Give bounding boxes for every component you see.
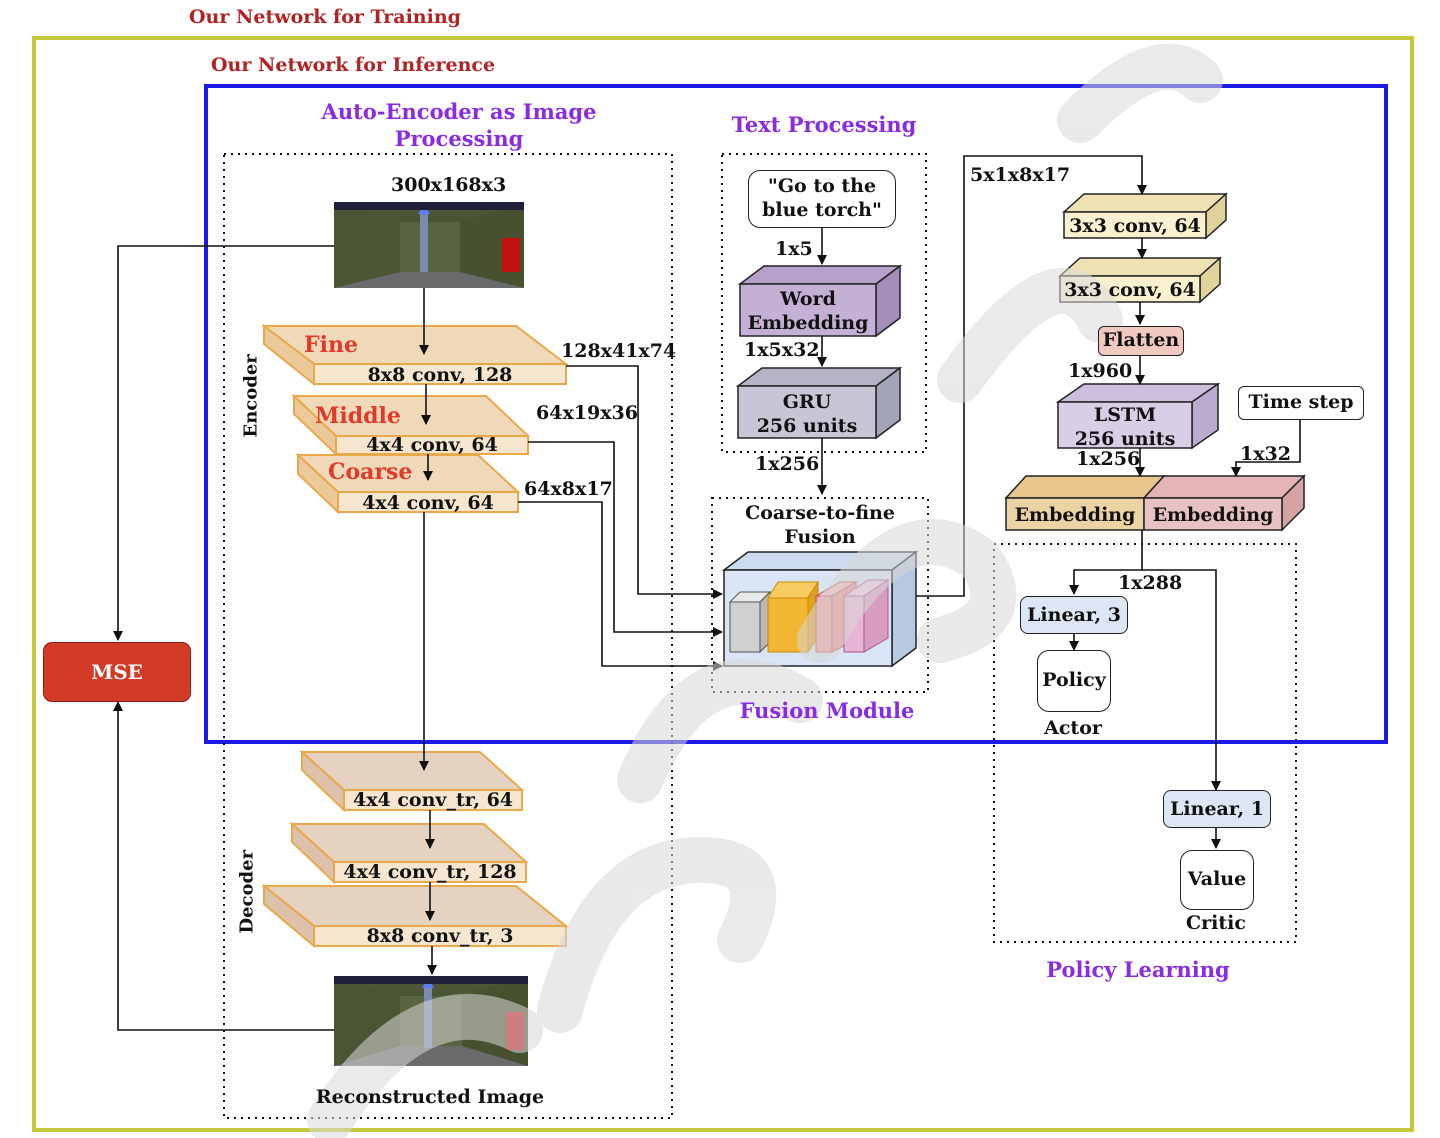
text-processing-dotted-box	[721, 153, 927, 453]
policy-learning-title: Policy Learning	[1046, 957, 1230, 982]
fine-output-dim: 128x41x74	[561, 340, 677, 362]
concat-dim: 1x288	[1118, 572, 1183, 594]
critic-label: Critic	[1186, 912, 1246, 934]
embedding-right-label: Embedding	[1152, 504, 1274, 526]
encoder-label: Encoder	[240, 354, 262, 438]
decoder1-op-label: 4x4 conv_tr, 64	[352, 789, 514, 811]
middle-op-label: 4x4 conv, 64	[366, 434, 498, 456]
autoencoder-title-line1: Auto-Encoder as Image	[321, 99, 597, 124]
embedding-dim: 1x5x32	[744, 339, 820, 361]
lstm-line1: LSTM	[1093, 404, 1157, 426]
coarse-op-label: 4x4 conv, 64	[362, 492, 494, 514]
linear3-box: Linear, 3	[1020, 596, 1128, 634]
flatten-dim: 1x960	[1068, 360, 1133, 382]
decoder-label: Decoder	[236, 849, 258, 934]
instruction-dim: 1x5	[775, 238, 813, 260]
word-embedding-line2: Embedding	[747, 312, 869, 334]
autoencoder-dotted-box	[223, 153, 673, 1119]
gru-block	[735, 366, 903, 440]
fusion-module-label: Fusion Module	[739, 698, 915, 723]
word-embedding-block	[737, 264, 903, 338]
linear1-box: Linear, 1	[1163, 790, 1271, 828]
training-frame	[32, 36, 1414, 1132]
training-frame-label: Our Network for Training	[189, 6, 461, 28]
lstm-line2: 256 units	[1074, 428, 1176, 450]
policy-conv1-label: 3x3 conv, 64	[1069, 215, 1201, 237]
reconstructed-image-label: Reconstructed Image	[315, 1086, 545, 1108]
coarse-output-dim: 64x8x17	[524, 478, 613, 500]
input-size-label: 300x168x3	[391, 174, 507, 196]
embedding-left-label: Embedding	[1014, 504, 1136, 526]
middle-output-dim: 64x19x36	[536, 402, 638, 424]
fine-label: Fine	[304, 332, 358, 358]
gru-line1: GRU	[782, 391, 832, 413]
reconstructed-image	[334, 976, 528, 1066]
fusion-cube	[721, 550, 919, 668]
word-embedding-line1: Word	[780, 288, 836, 310]
mse-loss-box: MSE	[43, 642, 191, 702]
gru-dim: 1x256	[755, 453, 820, 475]
timestep-box: Time step	[1238, 386, 1364, 420]
timestep-dim: 1x32	[1240, 443, 1291, 465]
decoder-slab-1	[299, 749, 525, 813]
autoencoder-title-line2: Processing	[394, 126, 524, 151]
text-processing-title: Text Processing	[731, 112, 917, 137]
middle-label: Middle	[315, 403, 401, 429]
fine-op-label: 8x8 conv, 128	[367, 364, 513, 386]
instruction-box: "Go to the blue torch"	[748, 170, 896, 228]
actor-label: Actor	[1044, 717, 1102, 739]
policy-conv2-label: 3x3 conv, 64	[1064, 279, 1196, 301]
decoder3-op-label: 8x8 conv_tr, 3	[366, 925, 514, 947]
fine-conv-slab	[261, 323, 569, 387]
gru-line2: 256 units	[756, 415, 858, 437]
policy-conv1-block	[1062, 192, 1228, 240]
fusion-output-dim: 5x1x8x17	[970, 164, 1071, 186]
inference-frame-label: Our Network for Inference	[211, 54, 496, 76]
coarse-conv-slab	[295, 452, 521, 515]
embedding-concat-block	[1004, 474, 1306, 532]
instruction-line1: "Go to the	[767, 175, 877, 198]
fusion-title-line2: Fusion	[784, 526, 856, 548]
decoder2-op-label: 4x4 conv_tr, 128	[343, 861, 517, 883]
coarse-label: Coarse	[328, 459, 413, 485]
instruction-line2: blue torch"	[762, 199, 882, 221]
value-output-box: Value	[1180, 850, 1254, 910]
fusion-title-line1: Coarse-to-fine	[745, 502, 895, 524]
lstm-dim: 1x256	[1076, 448, 1141, 470]
flatten-box: Flatten	[1098, 326, 1184, 356]
input-image	[334, 202, 524, 288]
decoder-slab-2	[289, 821, 529, 885]
policy-output-box: Policy	[1037, 650, 1111, 712]
